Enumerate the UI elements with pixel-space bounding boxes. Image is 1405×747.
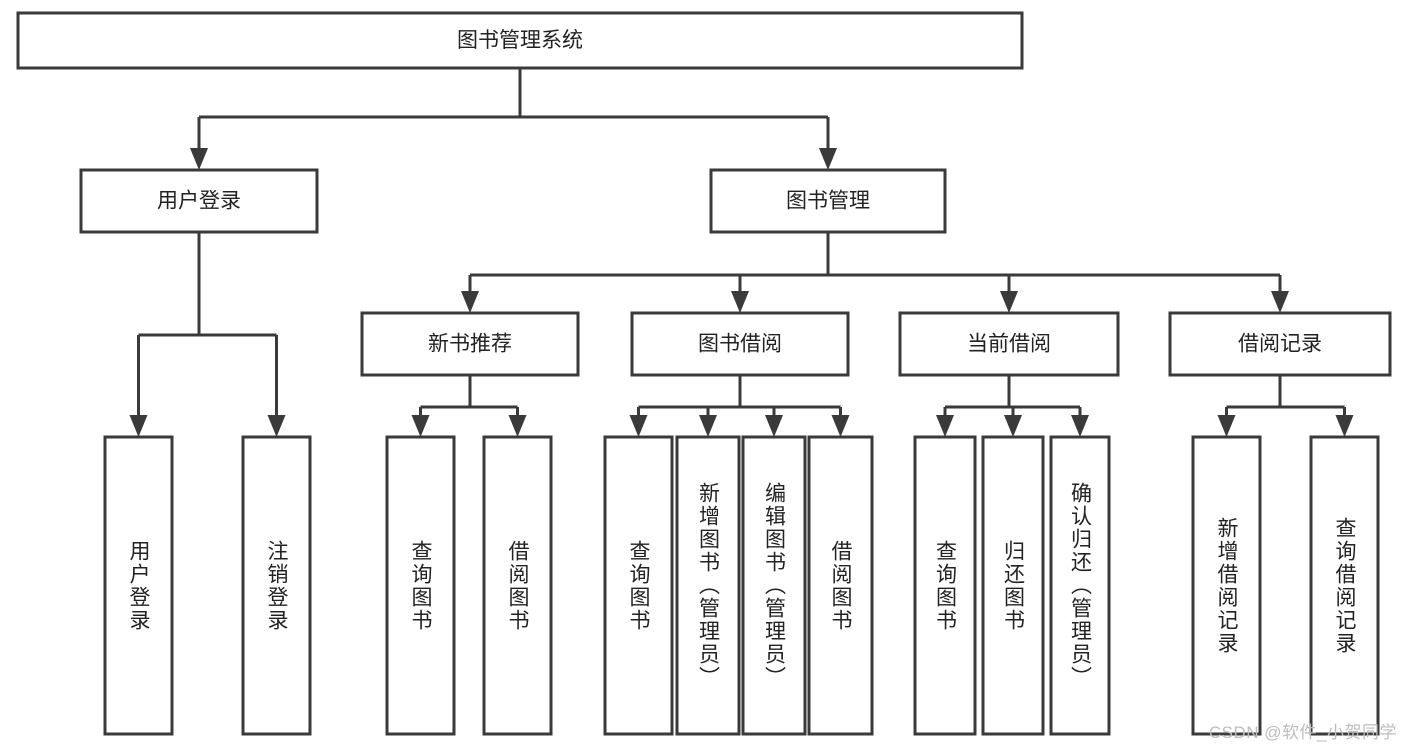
leaf-node-7[interactable]: [807, 435, 874, 736]
level2-node-label-1: 图书管理: [786, 190, 870, 213]
leaf-node-6[interactable]: [741, 435, 807, 736]
connectors-layer: [129, 68, 1354, 437]
arrow-to-leaf-4: [629, 415, 648, 437]
root-node[interactable]: [16, 11, 1024, 70]
arrow-to-leaf-2: [411, 415, 430, 437]
leaf-node-11[interactable]: [1191, 435, 1262, 736]
level3-node-label-2: 当前借阅: [967, 333, 1051, 356]
leaf-node-10[interactable]: [1049, 435, 1111, 736]
arrow-to-level3-3: [1271, 291, 1289, 313]
leaf-node-3[interactable]: [482, 435, 553, 736]
level3-node-3[interactable]: [1168, 311, 1392, 377]
leaf-node-8[interactable]: [913, 435, 977, 736]
level2-node-1[interactable]: [709, 168, 947, 234]
level3-node-2[interactable]: [898, 311, 1120, 377]
arrow-to-leaf-11: [1217, 415, 1236, 437]
arrow-to-leaf-7: [831, 415, 850, 437]
leaf-node-4[interactable]: [603, 435, 674, 736]
arrow-to-leaf-3: [508, 415, 527, 437]
level3-node-label-1: 图书借阅: [698, 333, 782, 356]
boxes-layer: [16, 11, 1392, 736]
arrow-to-leaf-8: [936, 415, 954, 437]
leaf-node-0[interactable]: [103, 435, 174, 736]
root-node-label: 图书管理系统: [457, 29, 583, 52]
arrow-to-leaf-12: [1335, 415, 1354, 437]
level3-node-label-0: 新书推荐: [428, 333, 512, 356]
arrow-to-leaf-9: [1004, 415, 1022, 437]
arrow-to-level3-1: [731, 291, 749, 313]
arrow-to-leaf-10: [1071, 415, 1089, 437]
leaf-node-5[interactable]: [675, 435, 741, 736]
arrow-to-level3-0: [461, 291, 479, 313]
csdn-watermark: CSDN @软件_小贺同学: [1208, 723, 1397, 742]
leaf-node-12[interactable]: [1309, 435, 1380, 736]
level2-node-label-0: 用户登录: [157, 190, 241, 213]
level3-node-0[interactable]: [360, 311, 580, 377]
leaf-node-2[interactable]: [385, 435, 456, 736]
leaf-node-9[interactable]: [981, 435, 1045, 736]
arrow-to-leaf-0: [129, 415, 148, 437]
level3-node-1[interactable]: [630, 311, 850, 377]
arrow-root-to-level2-1: [819, 148, 837, 170]
arrow-to-level3-2: [1000, 291, 1018, 313]
leaf-node-1[interactable]: [241, 435, 312, 736]
arrow-to-leaf-6: [765, 415, 783, 437]
level2-node-0[interactable]: [79, 168, 319, 234]
arrow-to-leaf-5: [699, 415, 717, 437]
arrow-to-leaf-1: [267, 415, 286, 437]
level3-node-label-3: 借阅记录: [1238, 333, 1322, 356]
arrow-root-to-level2-0: [190, 148, 208, 170]
